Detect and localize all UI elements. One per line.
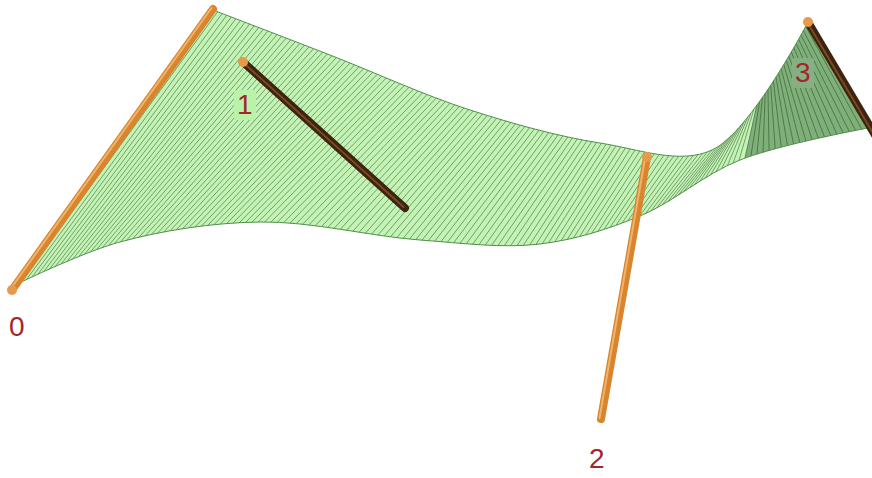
ruling-line	[695, 139, 728, 185]
ruling-line	[121, 42, 296, 242]
ruling-line	[239, 76, 381, 223]
ruling-line	[384, 115, 487, 236]
ruling-line	[689, 142, 724, 188]
ruling-line	[791, 52, 824, 137]
ruling-line	[158, 52, 323, 233]
ruling-line	[397, 118, 497, 237]
ruling-line	[145, 49, 313, 236]
rod-highlight	[600, 156, 646, 418]
ruling-line	[315, 98, 436, 226]
ruling-line	[164, 54, 327, 232]
rods	[7, 8, 872, 419]
ruling-line	[485, 136, 563, 245]
rod	[601, 157, 647, 419]
ruling-line	[806, 26, 862, 129]
rod-cap	[7, 285, 17, 295]
callout-number: 1	[234, 90, 256, 120]
ruling-line	[536, 143, 601, 244]
rod	[12, 9, 213, 290]
ruling-line	[504, 139, 577, 246]
ruling-line	[668, 152, 708, 202]
ruling-line	[511, 140, 582, 246]
ruling-line	[428, 125, 520, 240]
ruling-line	[372, 113, 478, 235]
rod-cap	[803, 17, 813, 27]
ruling-line	[334, 103, 450, 228]
ruling-line	[517, 141, 587, 246]
ruling-line	[309, 96, 432, 225]
ruling-line	[38, 17, 231, 274]
ruling-line	[258, 82, 395, 222]
callout-number: 2	[586, 444, 608, 474]
ruling-line	[246, 78, 387, 222]
ruling-line	[365, 111, 473, 233]
ruling-line	[44, 19, 236, 272]
ruling-line	[673, 150, 712, 198]
ruling-line	[220, 70, 368, 224]
surface-fill	[15, 10, 868, 285]
rod-highlight	[807, 21, 872, 139]
ruling-line	[416, 122, 511, 239]
ruling-line	[32, 15, 227, 277]
ruling-line	[733, 113, 751, 163]
ruling-line	[722, 121, 745, 169]
ruling-line	[530, 142, 597, 245]
ruling-line	[460, 131, 544, 243]
surface-edge	[213, 10, 808, 156]
ruling-line	[466, 133, 548, 244]
ruling-line	[435, 126, 525, 241]
rod-highlight	[11, 8, 212, 289]
ruling-line	[67, 26, 254, 262]
ruling-line	[523, 142, 591, 246]
ruling-line	[705, 132, 735, 178]
ruling-line	[498, 138, 573, 246]
ruling-line	[409, 121, 506, 239]
surface-edge	[15, 128, 868, 285]
ruling-line	[771, 85, 776, 149]
ruling-line	[751, 101, 760, 156]
ruling-line	[684, 145, 721, 192]
callout-number: 3	[792, 58, 814, 88]
callout-number: 0	[6, 312, 28, 342]
rod-cap	[238, 57, 248, 67]
ruling-line	[391, 117, 492, 237]
ruling-line	[227, 72, 373, 223]
ruling-line	[61, 24, 249, 264]
ruling-line	[757, 97, 762, 154]
ruling-line	[492, 137, 568, 245]
ruling-line	[176, 58, 336, 230]
ruling-line	[26, 14, 222, 280]
ruling-line	[50, 21, 241, 269]
surface	[15, 10, 868, 285]
ruling-line	[773, 81, 781, 147]
ruling-line	[763, 93, 765, 152]
ruling-line	[580, 150, 635, 237]
ruling-line	[133, 45, 305, 239]
ruling-line	[403, 120, 501, 239]
ruling-line	[789, 56, 818, 138]
ruling-line	[252, 80, 391, 222]
ruling-line	[454, 130, 539, 243]
ruling-line	[651, 155, 693, 211]
ruling-line	[645, 156, 688, 214]
rod-highlight	[242, 61, 404, 207]
ruling-line	[573, 149, 630, 238]
ruling-line	[303, 95, 428, 225]
ruling-line	[359, 110, 468, 233]
ruling-line	[183, 59, 341, 228]
ruling-line	[768, 89, 769, 150]
rod-cap	[642, 152, 652, 162]
ruling-line	[662, 153, 703, 204]
ruling-line	[127, 43, 300, 240]
